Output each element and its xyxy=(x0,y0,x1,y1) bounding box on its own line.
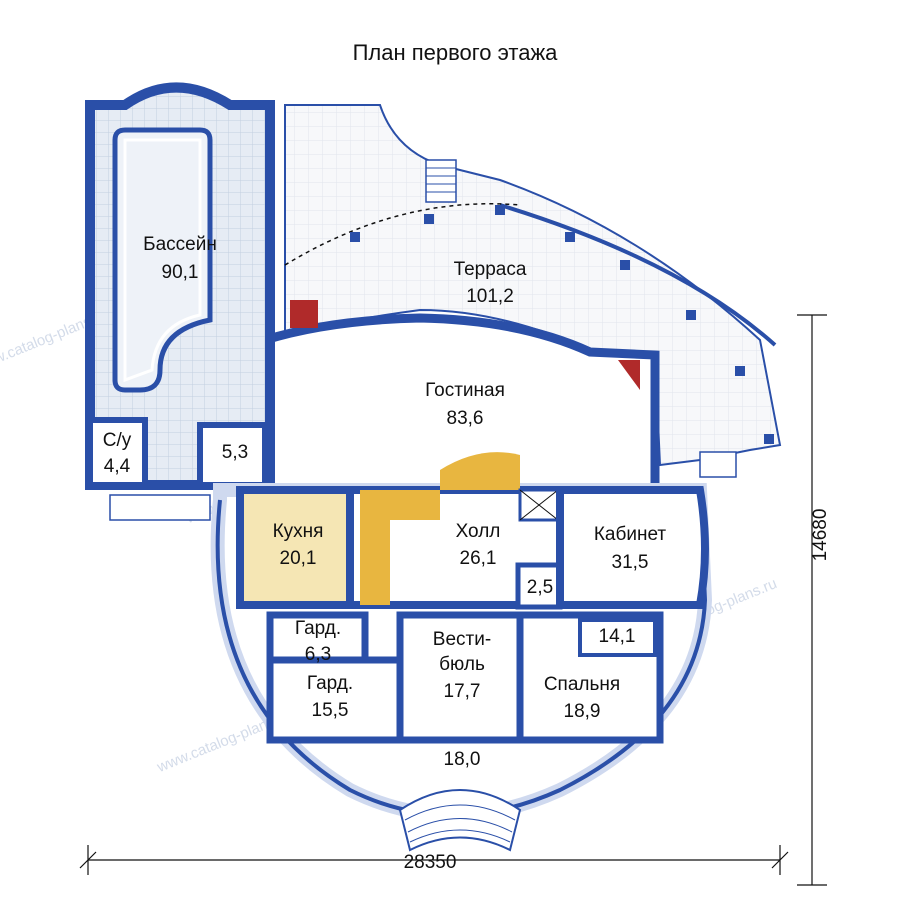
living-area-label: 83,6 xyxy=(447,408,484,429)
wardrobe-small-name-label: Гард. xyxy=(295,618,341,639)
living-name-label: Гостиная xyxy=(425,380,505,401)
hall-room xyxy=(346,452,564,610)
bedroom-bath-area-label: 14,1 xyxy=(599,626,636,647)
wc-area-label: 4,4 xyxy=(104,456,131,477)
pool-name-label: Бассейн xyxy=(143,234,217,255)
pool-area-label: 90,1 xyxy=(162,262,199,283)
wardrobe-large-area-label: 15,5 xyxy=(312,700,349,721)
pool-basin xyxy=(112,127,213,393)
terrace-area-label: 101,2 xyxy=(466,286,514,307)
fireplace-icon xyxy=(290,300,318,328)
kitchen-name-label: Кухня xyxy=(273,521,324,542)
pool-steps xyxy=(109,494,211,521)
plan-title: План первого этажа xyxy=(353,40,559,65)
wardrobe-large-room xyxy=(266,656,404,744)
study-area-label: 31,5 xyxy=(612,552,649,573)
terrace-steps xyxy=(425,159,457,203)
living-room xyxy=(260,300,660,495)
wardrobe-small-room xyxy=(266,611,369,664)
study-room xyxy=(556,486,709,609)
hall-name-label: Холл xyxy=(456,521,501,542)
dimension-width xyxy=(79,845,789,875)
study-name-label: Кабинет xyxy=(594,524,667,545)
porch-area-label: 18,0 xyxy=(444,749,481,770)
pool-room xyxy=(85,82,275,521)
vestibule-room xyxy=(396,611,524,744)
hall-area-label: 26,1 xyxy=(460,548,497,569)
wc-room xyxy=(87,417,148,488)
width-dimension-label: 28350 xyxy=(404,852,457,873)
hall-closet-area-label: 2,5 xyxy=(527,577,553,598)
vestibule-name-line1: Вести- xyxy=(433,629,491,650)
kitchen-area-label: 20,1 xyxy=(280,548,317,569)
dimension-depth xyxy=(797,314,827,886)
fireplace-icon xyxy=(618,360,640,390)
wardrobe-small-area-label: 6,3 xyxy=(305,644,331,665)
bedroom-bath xyxy=(578,618,657,657)
wardrobe-large-name-label: Гард. xyxy=(307,673,353,694)
bedroom-area-label: 18,9 xyxy=(564,701,601,722)
kitchen-room xyxy=(236,486,354,609)
bedroom-name-label: Спальня xyxy=(544,674,620,695)
stair-icon xyxy=(360,490,440,605)
depth-dimension-label: 14680 xyxy=(810,509,831,562)
pool-storage-area-label: 5,3 xyxy=(222,442,248,463)
column-markers xyxy=(350,205,774,444)
porch-steps xyxy=(398,789,522,852)
vestibule-name-line2: бюль xyxy=(439,654,485,675)
vestibule-area-label: 17,7 xyxy=(444,681,481,702)
pool-storage-room xyxy=(197,422,268,488)
wc-name-label: С/у xyxy=(103,430,132,451)
terrace-steps-east xyxy=(699,451,737,478)
terrace-name-label: Терраса xyxy=(454,259,527,280)
spiral-stair-icon xyxy=(440,452,520,490)
bedroom-room xyxy=(516,611,664,744)
